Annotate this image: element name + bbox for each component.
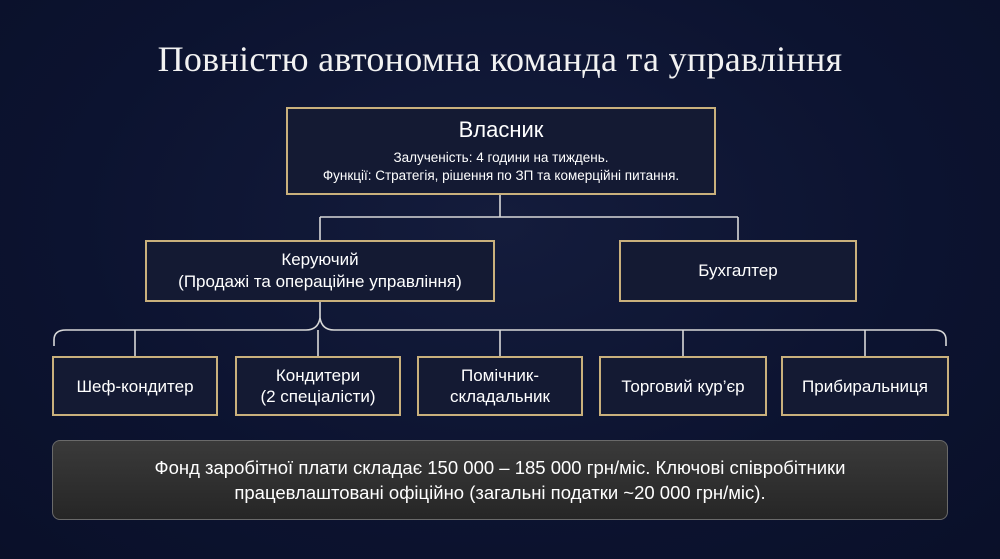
connector-brace-left (53, 317, 321, 346)
payroll-note-line2: працевлаштовані офіційно (загальні подат… (234, 482, 766, 503)
staff-label: Прибиральниця (802, 376, 928, 396)
staff-box-confectioners: Кондитери (2 спеціалісти) (235, 356, 401, 416)
manager-box: Керуючий (Продажі та операційне управлін… (145, 240, 495, 302)
staff-sublabel: (2 спеціалісти) (260, 387, 376, 406)
owner-name: Власник (458, 117, 544, 142)
staff-box-pastry-chef: Шеф-кондитер (52, 356, 218, 416)
payroll-note: Фонд заробітної плати складає 150 000 – … (52, 440, 948, 520)
staff-box-cleaner: Прибиральниця (781, 356, 949, 416)
staff-box-courier: Торговий кур’єр (599, 356, 767, 416)
payroll-note-line1: Фонд заробітної плати складає 150 000 – … (154, 457, 846, 478)
staff-label: Помічник- (461, 366, 539, 385)
staff-sublabel: складальник (450, 387, 550, 406)
staff-label: Торговий кур’єр (621, 376, 745, 396)
staff-label: Шеф-кондитер (76, 376, 194, 396)
staff-box-assembler: Помічник- складальник (417, 356, 583, 416)
connector-brace-right (319, 317, 947, 346)
accountant-box: Бухгалтер (619, 240, 857, 302)
manager-title: Керуючий (281, 250, 359, 269)
staff-label: Кондитери (275, 366, 361, 385)
owner-box: Власник Залученість: 4 години на тиждень… (286, 107, 716, 195)
manager-subtitle: (Продажі та операційне управління) (178, 272, 462, 291)
owner-involvement: Залученість: 4 години на тиждень. (393, 150, 609, 165)
page-title: Повністю автономна команда та управління (157, 39, 843, 79)
owner-functions: Функції: Стратегія, рішення по ЗП та ком… (322, 168, 680, 183)
accountant-label: Бухгалтер (698, 261, 778, 280)
